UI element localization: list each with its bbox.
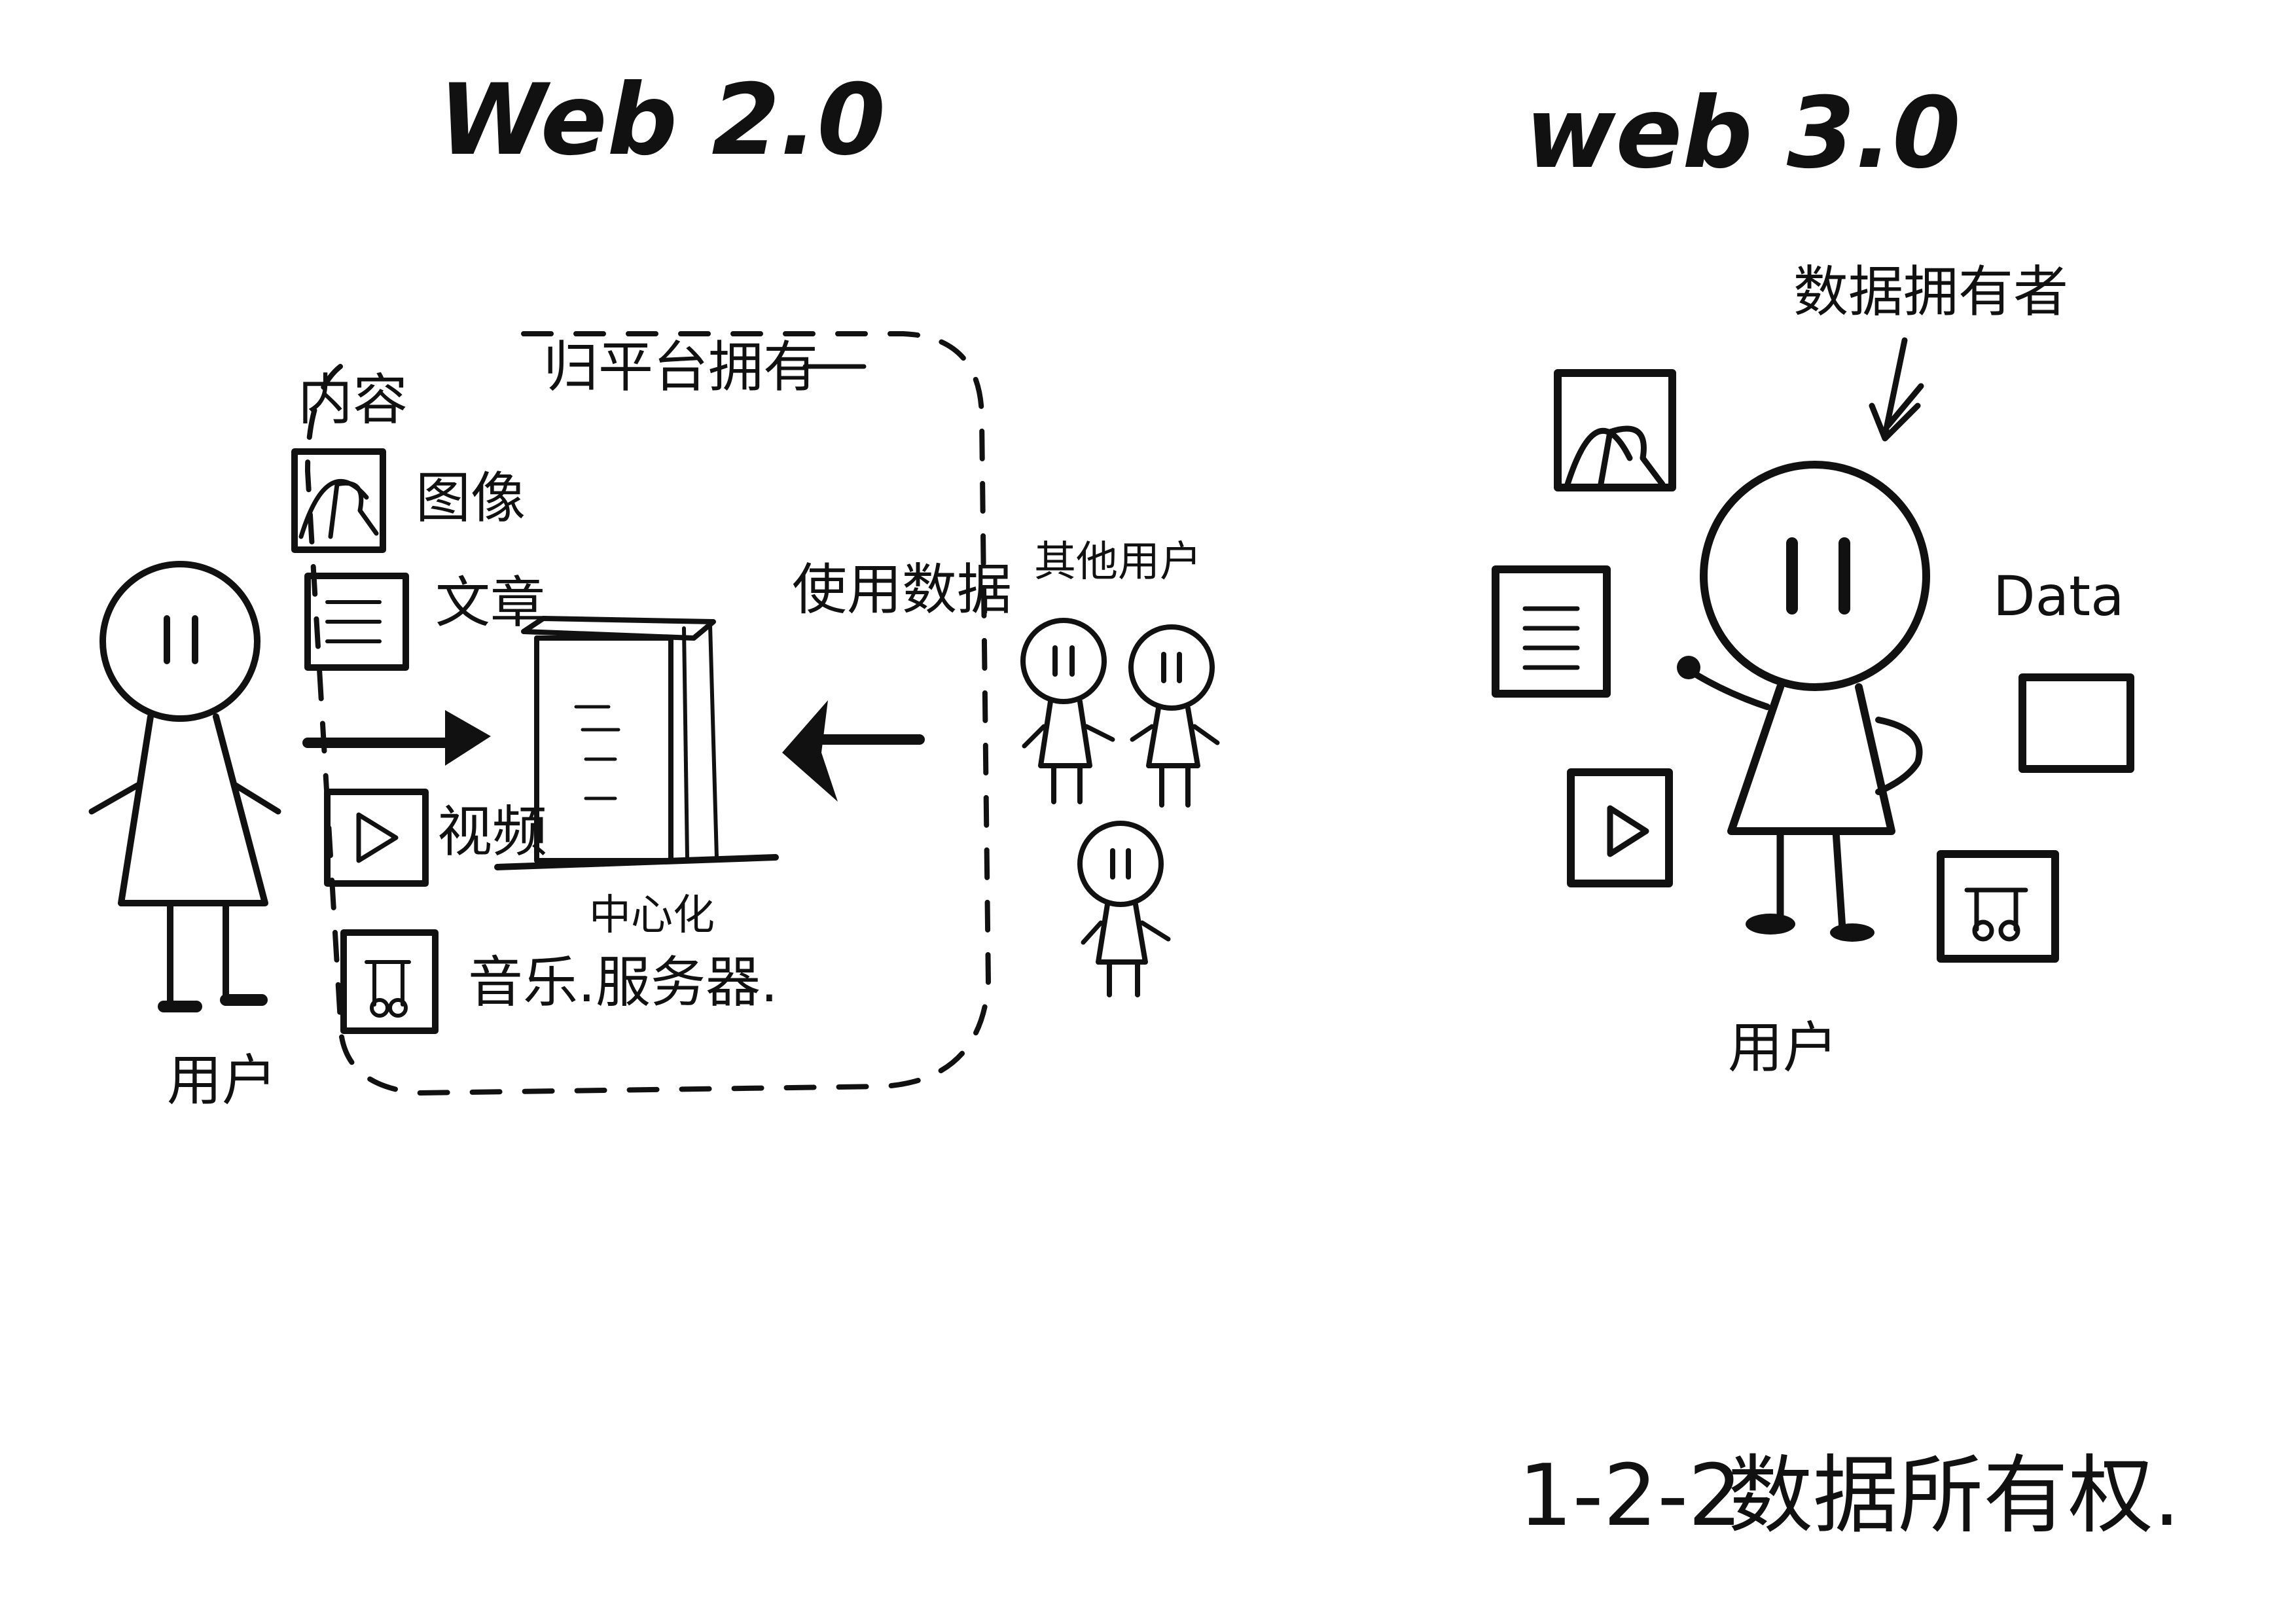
article-item: 文章 <box>304 571 545 671</box>
owner-arrow <box>1869 337 1924 442</box>
image-icon <box>1564 425 1666 491</box>
uses-data-label: 使用数据 <box>792 558 1012 622</box>
web2-title: Web 2.0 <box>439 63 886 177</box>
image-card <box>1554 369 1676 491</box>
figure-caption: 1-2-2 数据所有权. <box>1518 1446 2180 1545</box>
content-label: 内容 <box>298 368 408 432</box>
music-note-icon <box>365 960 411 1018</box>
document-card <box>1492 565 1611 698</box>
web3-user-label: 用户 <box>1728 1016 1838 1080</box>
server-label-2: 服务器. <box>596 950 778 1014</box>
video-play-icon <box>356 812 399 863</box>
video-item: 视频 <box>324 789 547 887</box>
other-users-label: 其他用户 <box>1034 538 1202 586</box>
platform-boundary <box>305 331 991 1096</box>
other-user-figure <box>1020 618 1115 804</box>
music-item-label: 音乐. <box>468 950 596 1014</box>
web3-user-figure <box>1677 461 1930 942</box>
music-card <box>1937 850 2059 963</box>
other-user-figure <box>1077 821 1171 997</box>
use-data-arrow <box>782 700 925 802</box>
web2-user-label: 用户 <box>167 1048 277 1113</box>
web3-panel: web 3.0 数据拥有者 用户 <box>1492 77 2134 1080</box>
music-note-icon <box>1964 887 2028 942</box>
empty-box-icon <box>2018 673 2134 773</box>
image-item: 图像 <box>291 448 526 553</box>
document-icon <box>325 600 382 643</box>
data-label: Data <box>1993 564 2125 628</box>
server-label-1: 中心化 <box>589 891 715 940</box>
image-icon <box>298 479 379 539</box>
web2-panel: Web 2.0 归平台拥有 内容 用户 图像 <box>88 63 1220 1113</box>
data-owner-label: 数据拥有者 <box>1793 260 2068 324</box>
music-item: 音乐. <box>340 929 596 1034</box>
other-users-group <box>1020 618 1220 997</box>
platform-label: 归平台拥有 <box>543 335 818 399</box>
web3-title: web 3.0 <box>1525 77 1961 190</box>
article-item-label: 文章 <box>435 571 545 635</box>
video-card <box>1567 768 1673 887</box>
other-user-figure <box>1128 624 1220 808</box>
central-server <box>494 616 779 870</box>
upload-arrow <box>302 710 491 766</box>
video-item-label: 视频 <box>437 800 547 864</box>
video-play-icon <box>1607 805 1649 857</box>
caption-text: 数据所有权. <box>1728 1446 2180 1545</box>
document-icon <box>1522 606 1580 670</box>
data-item: Data <box>1993 564 2134 773</box>
caption-number: 1-2-2 <box>1518 1446 1742 1545</box>
web2-user-figure <box>88 561 281 1012</box>
image-item-label: 图像 <box>416 466 526 530</box>
